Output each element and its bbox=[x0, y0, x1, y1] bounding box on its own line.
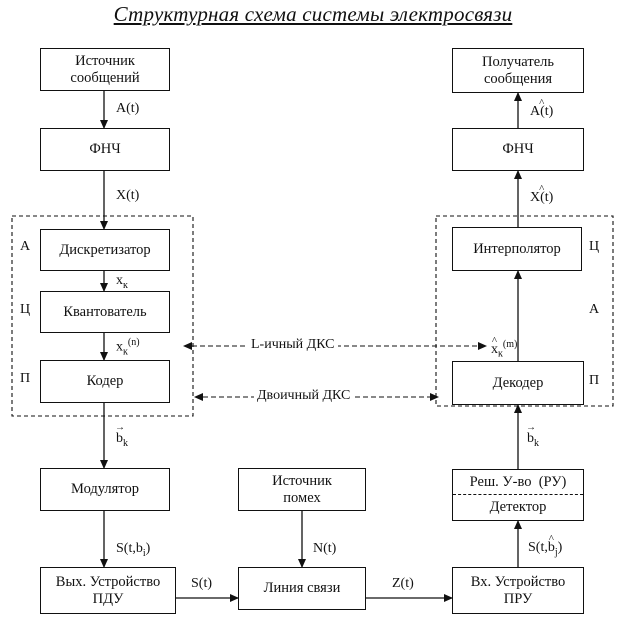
s-tbj-close: ) bbox=[557, 540, 563, 555]
source-line-2: сообщений bbox=[70, 69, 140, 86]
block-sampler: Дискретизатор bbox=[40, 229, 170, 271]
b-k-sub: k bbox=[123, 437, 128, 449]
signal-b-k: bk bbox=[115, 420, 128, 452]
s-tbj-base: S(t, bbox=[528, 540, 548, 555]
block-noise-source: Источник помех bbox=[238, 468, 366, 511]
detector: Детектор bbox=[453, 495, 583, 520]
s-tbj-sub: j bbox=[554, 546, 558, 558]
block-modulator: Модулятор bbox=[40, 468, 170, 511]
signal-z-t: Z(t) bbox=[392, 576, 414, 591]
noise-line-1: Источник bbox=[272, 472, 332, 489]
x-kn-sup: (n) bbox=[127, 337, 140, 348]
block-message-source: Источник сообщений bbox=[40, 48, 170, 91]
s-tbi-base: S(t,b bbox=[116, 541, 143, 556]
block-rx-device: Вх. Устройство ПРУ bbox=[452, 567, 584, 614]
source-line-1: Источник bbox=[75, 52, 135, 69]
block-message-receiver: Получатель сообщения bbox=[452, 48, 584, 93]
block-lpf-tx: ФНЧ bbox=[40, 128, 170, 171]
side-label-p-left: П bbox=[20, 371, 31, 386]
x-k-sub: к bbox=[123, 279, 128, 291]
block-interpolator: Интерполятор bbox=[452, 227, 582, 271]
signal-n-t: N(t) bbox=[313, 541, 337, 556]
decision-device: Реш. У-во (РУ) bbox=[453, 470, 583, 495]
bhat-k-sub: k bbox=[534, 437, 539, 449]
x-kn-base: x bbox=[116, 339, 123, 355]
s-tbi-sub: i bbox=[142, 547, 146, 559]
xhat-km-base: x bbox=[491, 333, 498, 358]
receiver-line-1: Получатель bbox=[482, 53, 554, 70]
signal-xhat-km: xк(m) bbox=[491, 333, 518, 362]
ahat-t-base: A(t) bbox=[530, 95, 554, 120]
l-ary-channel-label: L-ичный ДКС bbox=[248, 337, 338, 353]
decision-label: Реш. У-во (РУ) bbox=[469, 473, 567, 490]
b-k-base: b bbox=[115, 420, 123, 447]
signal-ahat-t: A(t) bbox=[530, 95, 554, 120]
tx-line-1: Вых. Устройство bbox=[55, 573, 161, 590]
s-tbj-b: b bbox=[548, 531, 555, 556]
signal-x-k: xк bbox=[116, 273, 128, 294]
xhat-km-sub: к bbox=[498, 348, 503, 360]
x-kn-sub: к bbox=[123, 346, 128, 358]
signal-x-kn: xк(n) bbox=[116, 335, 140, 360]
signal-s-t-bj: S(t,bj) bbox=[528, 531, 563, 561]
block-coder: Кодер bbox=[40, 360, 170, 403]
block-channel: Линия связи bbox=[238, 567, 366, 610]
side-label-c-left: Ц bbox=[20, 302, 31, 317]
signal-xhat-t: X(t) bbox=[530, 181, 554, 206]
signal-s-t-bi: S(t,bi) bbox=[116, 541, 151, 559]
side-label-a-left: А bbox=[20, 239, 31, 254]
block-decision-detector: Реш. У-во (РУ) Детектор bbox=[452, 469, 584, 521]
tx-line-2: ПДУ bbox=[92, 590, 124, 607]
side-label-a-right: А bbox=[589, 302, 600, 317]
diagram-title: Структурная схема системы электросвязи bbox=[113, 2, 513, 26]
xhat-t-base: X(t) bbox=[530, 181, 554, 206]
signal-a-t: A(t) bbox=[116, 101, 140, 116]
signal-s-t: S(t) bbox=[191, 576, 212, 591]
acp-frame-left bbox=[11, 215, 194, 417]
block-quantizer: Квантователь bbox=[40, 291, 170, 333]
rx-line-2: ПРУ bbox=[503, 590, 533, 607]
signal-bhat-k: bk bbox=[526, 420, 539, 452]
xhat-km-sup: (m) bbox=[502, 339, 518, 350]
noise-line-2: помех bbox=[283, 489, 321, 506]
side-label-c-right: Ц bbox=[589, 239, 600, 254]
bhat-k-base: b bbox=[526, 420, 534, 447]
binary-channel-label: Двоичный ДКС bbox=[254, 388, 354, 404]
receiver-line-2: сообщения bbox=[483, 70, 553, 87]
block-lpf-rx: ФНЧ bbox=[452, 128, 584, 171]
side-label-p-right: П bbox=[589, 373, 600, 388]
dac-frame-right bbox=[435, 215, 614, 407]
x-k-base: x bbox=[116, 273, 123, 288]
block-tx-device: Вых. Устройство ПДУ bbox=[40, 567, 176, 614]
signal-x-t: X(t) bbox=[116, 188, 140, 203]
block-decoder: Декодер bbox=[452, 361, 584, 405]
rx-line-1: Вх. Устройство bbox=[470, 573, 566, 590]
detector-label: Детектор bbox=[489, 499, 547, 515]
